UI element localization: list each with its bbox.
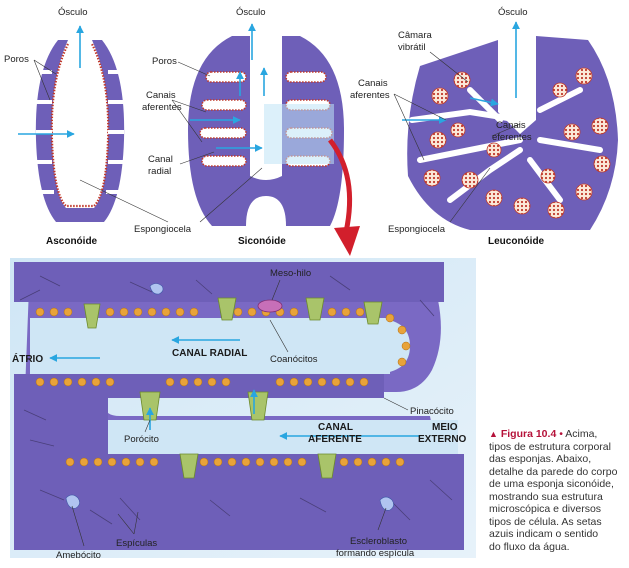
asconoid-diagram xyxy=(18,25,125,222)
syconoid-detail-highlight xyxy=(264,104,334,164)
caption-bullet-icon: • xyxy=(559,428,563,440)
detail-upper-band xyxy=(14,262,444,302)
label-canal-aferente-2: AFERENTE xyxy=(308,434,362,445)
caption-triangle-icon: ▲ xyxy=(489,429,498,439)
spicules xyxy=(19,275,453,525)
label-porocito: Porócito xyxy=(124,434,159,445)
label-osculo-syconoid: Ósculo xyxy=(236,7,266,18)
label-meio-externo-1: MEIO xyxy=(432,422,458,433)
caption-text-1: Acima, xyxy=(565,428,598,440)
label-espongiocela-syconoid: Espongiocela xyxy=(134,224,192,235)
asconoid-inner-lining xyxy=(50,43,110,208)
label-canais-aferentes-leuconoid-1: Canais xyxy=(358,78,388,89)
label-canais-eferentes-2: eferentes xyxy=(492,132,532,143)
caption-title: Figura 10.4 xyxy=(500,428,557,440)
amoebocytes xyxy=(65,283,394,511)
caption-text-9: azuis indicam o sentido xyxy=(489,528,599,540)
label-osculo-asconoid: Ósculo xyxy=(58,7,88,18)
caption-text-7: microscópica e diversos xyxy=(489,503,602,515)
label-canais-aferentes-syconoid-2: aferentes xyxy=(142,102,182,113)
syconoid-diagram xyxy=(188,23,344,226)
label-osculo-leuconoid: Ósculo xyxy=(498,7,528,18)
label-atrio: ÁTRIO xyxy=(12,352,43,365)
caption-text-10: do fluxo da água. xyxy=(489,540,570,553)
label-poros-syconoid: Poros xyxy=(152,56,177,67)
label-pinacocito: Pinacócito xyxy=(410,406,454,417)
leuconoid-canals xyxy=(409,87,603,203)
label-camara-vibratil-2: vibrátil xyxy=(398,42,425,53)
asconoid-pores xyxy=(36,70,124,194)
detail-afferent-canal xyxy=(108,420,458,454)
caption-text-4: detalhe da parede do corpo xyxy=(489,465,618,478)
label-amebocito: Amebócito xyxy=(56,550,101,561)
label-canal-aferente-1: CANAL xyxy=(318,422,353,433)
label-canal-radial-detail: CANAL RADIAL xyxy=(172,348,247,359)
detail-pointer-arrow xyxy=(328,138,353,233)
label-poros-asconoid: Poros xyxy=(4,54,29,65)
leuconoid-spongocoel xyxy=(498,40,536,134)
detail-radial-canal xyxy=(30,318,390,374)
label-canais-aferentes-leuconoid-2: aferentes xyxy=(350,90,390,101)
choanocyte-collars-lower xyxy=(35,377,405,467)
label-canais-aferentes-syconoid-1: Canais xyxy=(146,90,176,101)
label-canais-eferentes-1: Canais xyxy=(496,120,526,131)
leuconoid-diagram xyxy=(402,21,618,230)
figure-caption: ▲ Figura 10.4 • Acima, tipos de estrutur… xyxy=(489,428,627,553)
caption-text-8: tipos de célula. As setas xyxy=(489,515,602,528)
label-camara-vibratil-1: Câmara xyxy=(398,30,433,41)
label-escleroblasto-2: formando espícula xyxy=(336,548,415,559)
leuconoid-flagellated-chambers xyxy=(423,67,611,219)
leader-lines xyxy=(33,51,521,547)
label-espongiocela-leuconoid: Espongiocela xyxy=(388,224,446,235)
caption-text-6: mostrando sua estrutura xyxy=(489,490,603,503)
mesohyl-cell xyxy=(257,299,283,313)
label-espiculas: Espículas xyxy=(116,538,157,549)
label-canal-radial-2: radial xyxy=(148,166,171,177)
caption-text-3: das esponjas. Abaixo, xyxy=(489,453,592,465)
type-name-asconoid: Asconóide xyxy=(46,236,98,247)
caption-text-2: tipos de estrutura corporal xyxy=(489,440,611,453)
detail-left-band xyxy=(14,398,108,454)
label-coanocitos: Coanócitos xyxy=(270,354,318,365)
detail-pointer-arrowhead xyxy=(334,226,360,256)
syconoid-wall-detail xyxy=(10,258,476,558)
label-meio-externo-2: EXTERNO xyxy=(418,434,467,445)
porocytes xyxy=(83,297,383,479)
leuconoid-flow-mid xyxy=(469,97,499,107)
label-meso-hilo: Meso-hilo xyxy=(270,268,311,279)
label-canal-radial-1: Canal xyxy=(148,154,173,165)
syconoid-base-notch xyxy=(246,196,286,226)
caption-line-1: ▲ Figura 10.4 • Acima, xyxy=(489,428,627,441)
label-escleroblasto-1: Escleroblasto xyxy=(350,536,407,547)
caption-text-5: de uma esponja siconóide, xyxy=(489,478,614,490)
type-name-syconoid: Siconóide xyxy=(238,236,286,247)
type-name-leuconoid: Leuconóide xyxy=(488,236,545,247)
